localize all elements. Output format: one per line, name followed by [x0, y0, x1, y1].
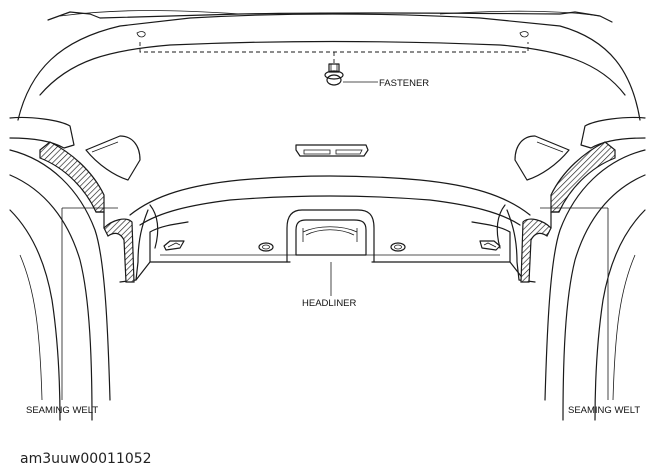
right-welt-leader	[540, 207, 609, 400]
map-lamp-icon	[295, 144, 369, 157]
roof-panel-outline	[17, 10, 641, 121]
left-seaming-welt	[39, 141, 135, 283]
left-welt-leader	[61, 207, 118, 400]
fastener-mount-outline	[136, 31, 529, 66]
fastener-label: FASTENER	[379, 78, 429, 89]
right-seaming-welt-label: SEAMING WELT	[568, 405, 640, 416]
right-pillar-trim	[496, 116, 646, 421]
headliner-label: HEADLINER	[302, 298, 357, 309]
push-pin-fastener-icon	[324, 63, 344, 86]
figure-code: am3uuw00011052	[20, 451, 152, 467]
left-pillar-trim	[9, 116, 159, 421]
right-seaming-welt	[520, 141, 616, 283]
left-seaming-welt-label: SEAMING WELT	[26, 405, 98, 416]
headliner-body	[129, 175, 531, 281]
